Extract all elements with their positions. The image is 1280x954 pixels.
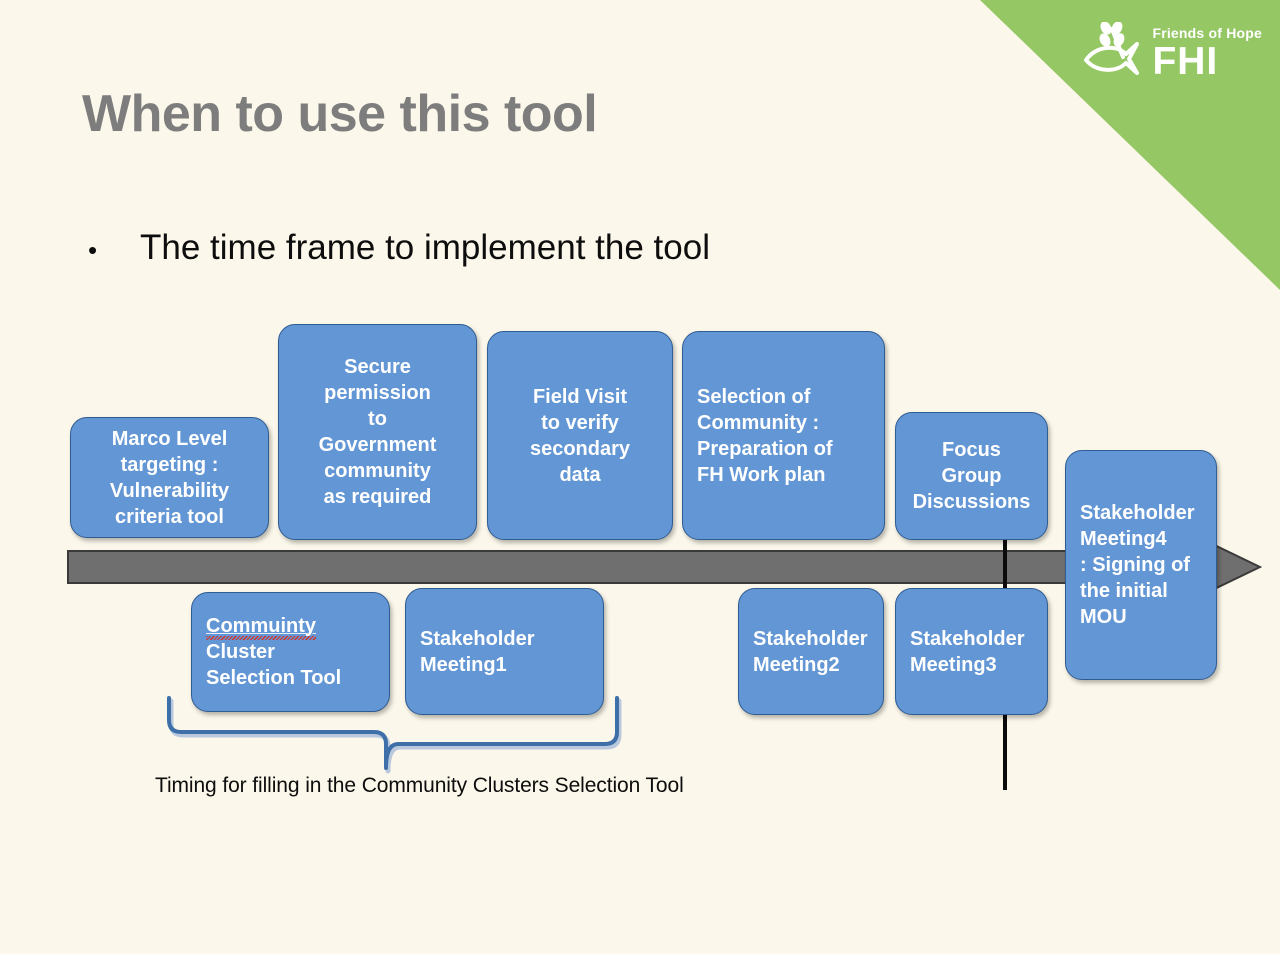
process-box-label: Commuinty Cluster Selection Tool [206, 613, 341, 691]
brace-caption: Timing for filling in the Community Clus… [155, 774, 684, 797]
process-box-label: Stakeholder Meeting2 [753, 627, 868, 676]
timing-brace [167, 696, 622, 774]
fish-wheat-icon [1082, 21, 1144, 85]
bullet-line: • The time frame to implement the tool [88, 228, 710, 268]
process-box-label: Selection of Community : Preparation of … [697, 385, 833, 486]
process-box-label: Stakeholder Meeting3 [910, 627, 1025, 676]
process-box-stakeholder-meeting-2[interactable]: Stakeholder Meeting2 [738, 588, 884, 715]
process-box-label: Field Visit to verify secondary data [529, 385, 631, 486]
process-box-label: Secure permission to Government communit… [318, 356, 437, 508]
process-box-label-rest: Cluster Selection Tool [206, 641, 342, 689]
process-box-focus-group-discussions[interactable]: Focus Group Discussions [895, 412, 1048, 540]
process-box-stakeholder-meeting-1[interactable]: Stakeholder Meeting1 [405, 588, 604, 715]
process-box-label: Stakeholder Meeting1 [420, 627, 535, 676]
logo-acronym: FHI [1152, 40, 1219, 83]
process-box-stakeholder-meeting-4[interactable]: Stakeholder Meeting4 : Signing of the in… [1065, 450, 1217, 680]
bullet-text: The time frame to implement the tool [140, 228, 710, 267]
bullet-marker: • [88, 235, 98, 265]
process-box-community-cluster-selection-tool[interactable]: Commuinty Cluster Selection Tool [191, 592, 390, 712]
misspelled-word: Commuinty [206, 615, 316, 640]
process-box-stakeholder-meeting-3[interactable]: Stakeholder Meeting3 [895, 588, 1048, 715]
process-box-label: Focus Group Discussions [912, 439, 1031, 513]
process-box-secure-permission[interactable]: Secure permission to Government communit… [278, 324, 477, 540]
logo-wordmark: Friends of Hope FHI [1152, 26, 1262, 81]
fhi-logo: Friends of Hope FHI [1082, 21, 1262, 85]
connector-line-lower [1003, 706, 1007, 790]
process-box-label: Stakeholder Meeting4 : Signing of the in… [1080, 502, 1195, 628]
logo-tagline: Friends of Hope [1152, 25, 1262, 41]
process-box-marco-level-targeting[interactable]: Marco Level targeting : Vulnerability cr… [70, 417, 269, 538]
process-box-field-visit[interactable]: Field Visit to verify secondary data [487, 331, 673, 540]
connector-line-upper [1003, 537, 1007, 595]
process-box-selection-of-community[interactable]: Selection of Community : Preparation of … [682, 331, 885, 540]
page-title: When to use this tool [82, 85, 598, 143]
process-box-label: Marco Level targeting : Vulnerability cr… [109, 427, 230, 528]
